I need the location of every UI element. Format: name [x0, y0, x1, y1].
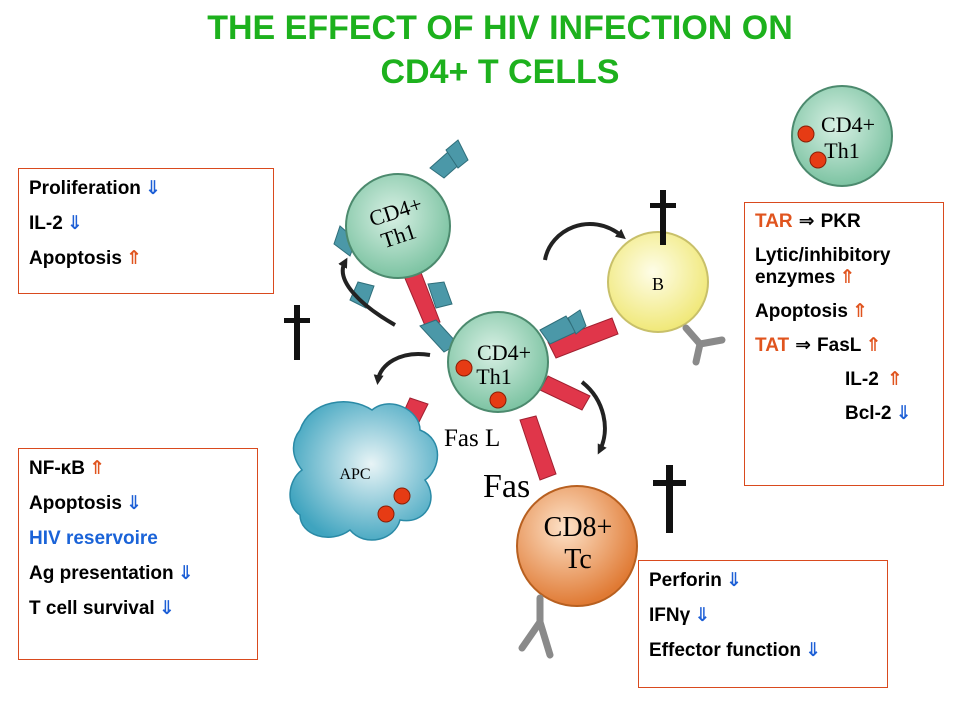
up-arrow-icon: ⇑: [865, 335, 882, 356]
down-arrow-icon: ⇓: [694, 605, 711, 626]
cd4-center-line2: Th1: [476, 364, 511, 389]
virus-particle: [809, 151, 827, 169]
dagger-symbols: [284, 190, 686, 533]
implies-icon: ⇒: [798, 211, 815, 232]
b-cell: B: [607, 231, 726, 366]
up-arrow-icon: ⇑: [125, 248, 142, 269]
row-apoptosis: Apoptosis⇑: [755, 301, 868, 322]
dagger-icon: [650, 190, 676, 245]
cd4-th1-center-cell: CD4+ Th1: [447, 311, 549, 413]
down-arrow-icon: ⇓: [805, 640, 821, 661]
row-ag-presentation: Ag presentation⇓: [29, 563, 194, 584]
row-lytic: Lytic/inhibitory: [755, 245, 891, 266]
title-line-2: CD4+ T CELLS: [380, 53, 620, 91]
row-perforin: Perforin⇓: [649, 570, 742, 591]
cd4-center-line1: CD4+: [477, 340, 531, 365]
dagger-icon: [284, 305, 310, 360]
effects-box-bottom-right: Perforin⇓ IFNγ⇓ Effector function⇓: [638, 560, 888, 688]
arrows-curved: [338, 222, 626, 455]
cd8-tc-cell: CD8+ Tc: [516, 485, 638, 659]
cd8-line2: Tc: [564, 544, 592, 575]
cd8-line1: CD8+: [544, 512, 613, 543]
down-arrow-icon: ⇓: [725, 570, 742, 591]
virus-particle: [489, 391, 507, 409]
row-effector-function: Effector function⇓: [649, 640, 821, 661]
row-enzymes: enzymes⇑: [755, 267, 856, 288]
page-title: THE EFFECT OF HIV INFECTION ON CD4+ T CE…: [0, 6, 960, 94]
up-arrow-icon: ⇑: [839, 267, 856, 288]
implies-icon: ⇒: [795, 335, 812, 356]
row-apoptosis: Apoptosis⇑: [29, 248, 142, 269]
row-il2: IL-2⇓: [29, 213, 83, 234]
row-hiv-reservoire: HIV reservoire: [29, 528, 158, 549]
row-t-cell-survival: T cell survival⇓: [29, 598, 175, 619]
b-cell-label: B: [652, 274, 664, 294]
row-il2: IL-2⇑: [845, 369, 903, 390]
row-ifn-gamma: IFNγ⇓: [649, 605, 711, 626]
cd4-corner-line1: CD4+: [821, 112, 875, 137]
up-arrow-icon: ⇑: [851, 301, 868, 322]
down-arrow-icon: ⇓: [66, 213, 83, 234]
cd4-th1-top-cell: CD4+ Th1: [345, 173, 451, 279]
up-arrow-icon: ⇑: [886, 369, 903, 390]
title-line-1: THE EFFECT OF HIV INFECTION ON: [207, 9, 793, 47]
cd4-th1-corner-cell: CD4+ Th1: [791, 85, 893, 187]
virus-particle: [797, 125, 815, 143]
row-tat-fasl: TAT⇒FasL⇑: [755, 335, 882, 356]
down-arrow-icon: ⇓: [177, 563, 194, 584]
apc-cell: APC: [289, 401, 439, 541]
virus-particle: [455, 359, 473, 377]
virus-particle: [377, 505, 395, 523]
down-arrow-icon: ⇓: [144, 178, 161, 199]
up-arrow-icon: ⇑: [89, 458, 105, 479]
row-nfkb: NF-κB⇑: [29, 458, 105, 479]
down-arrow-icon: ⇓: [158, 598, 175, 619]
effects-box-top-left: Proliferation⇓ IL-2⇓ Apoptosis⇑: [18, 168, 274, 294]
dagger-icon: [653, 465, 686, 533]
down-arrow-icon: ⇓: [895, 403, 912, 424]
down-arrow-icon: ⇓: [125, 493, 142, 514]
apc-label: APC: [339, 466, 370, 483]
row-apoptosis: Apoptosis⇓: [29, 493, 142, 514]
virus-particle: [393, 487, 411, 505]
fas-label: Fas: [483, 468, 530, 505]
effects-box-right: TAR⇒PKR Lytic/inhibitory enzymes⇑ Apopto…: [744, 202, 944, 486]
row-bcl2: Bcl-2⇓: [845, 403, 912, 424]
cd4-corner-line2: Th1: [824, 138, 859, 163]
row-tar-pkr: TAR⇒PKR: [755, 211, 861, 232]
fasl-label: Fas L: [444, 425, 500, 452]
effects-box-bottom-left: NF-κB⇑ Apoptosis⇓ HIV reservoire Ag pres…: [18, 448, 258, 660]
row-proliferation: Proliferation⇓: [29, 178, 161, 199]
